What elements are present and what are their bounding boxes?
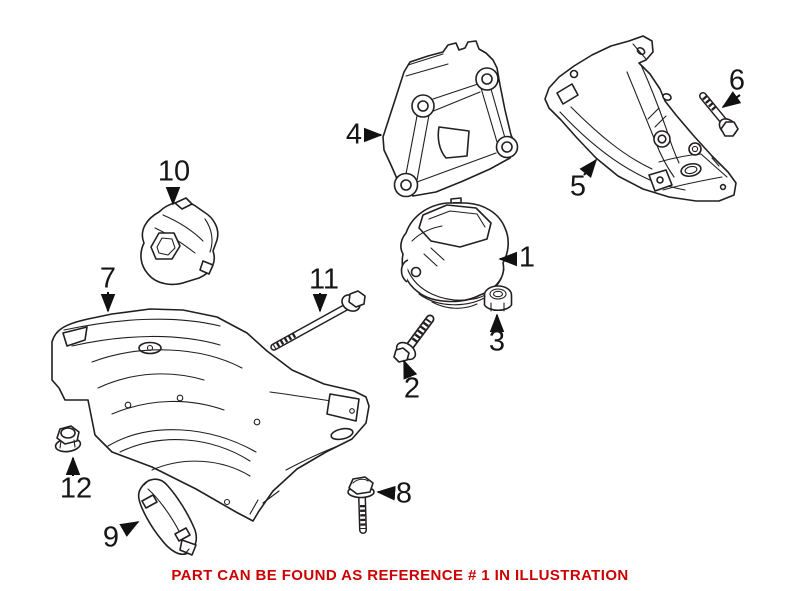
part-10-transmission-mount xyxy=(140,197,219,286)
callout-arrow-8 xyxy=(376,485,396,501)
part-1-engine-mount xyxy=(400,197,509,309)
callout-label-6: 6 xyxy=(728,64,746,97)
part-2-bolt xyxy=(393,314,435,363)
part-6-bolt xyxy=(699,92,739,137)
callout-label-11: 11 xyxy=(308,263,340,296)
callout-label-12: 12 xyxy=(59,472,93,505)
callout-label-1: 1 xyxy=(518,241,536,274)
part-5-support-bracket xyxy=(544,35,737,202)
part-7-crossmember xyxy=(51,308,370,522)
callout-arrow-2 xyxy=(403,359,418,380)
callout-label-9: 9 xyxy=(102,521,120,554)
part-9-bracket xyxy=(137,478,198,556)
callout-label-4: 4 xyxy=(345,118,363,151)
callout-label-3: 3 xyxy=(488,325,506,358)
callout-arrows xyxy=(65,91,742,537)
callout-label-7: 7 xyxy=(99,262,117,295)
callout-arrow-5 xyxy=(579,158,598,179)
part-4-engine-mount-bracket xyxy=(382,40,519,198)
callout-label-5: 5 xyxy=(569,170,587,203)
part-3-nut xyxy=(483,285,513,312)
reference-note: PART CAN BE FOUND AS REFERENCE # 1 IN IL… xyxy=(171,567,629,584)
callout-label-10: 10 xyxy=(157,155,191,188)
callout-label-8: 8 xyxy=(395,477,413,510)
part-8-bolt xyxy=(347,476,375,534)
callout-arrow-6 xyxy=(721,91,742,108)
part-11-bolt xyxy=(270,290,366,351)
callout-arrow-9 xyxy=(119,521,140,537)
callout-label-2: 2 xyxy=(403,372,421,405)
part-12-nut xyxy=(54,425,82,453)
